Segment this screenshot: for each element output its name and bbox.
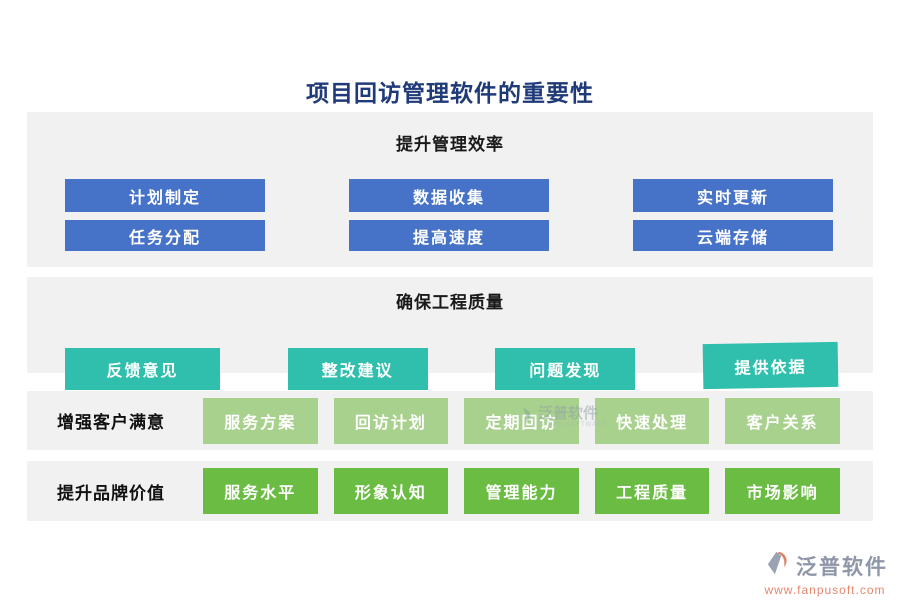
section-brand: 提升品牌价值 服务水平 形象认知 管理能力 工程质量 市场影响 xyxy=(27,461,873,521)
section-satisfaction: 增强客户满意 服务方案 回访计划 定期回访 快速处理 客户关系 xyxy=(27,391,873,450)
footer-url: www.fanpusoft.com xyxy=(764,583,886,597)
item-customer-relations: 客户关系 xyxy=(725,397,840,444)
item-task-assignment: 任务分配 xyxy=(65,220,265,251)
footer-brand-text: 泛普软件 xyxy=(796,555,888,579)
fanpu-logo-icon xyxy=(762,549,792,582)
item-engineering-quality: 工程质量 xyxy=(594,468,710,514)
section-brand-label: 提升品牌价值 xyxy=(57,483,165,503)
section-quality: 确保工程质量 反馈意见 整改建议 问题发现 提供依据 xyxy=(27,277,873,390)
page-title: 项目回访管理软件的重要性 xyxy=(306,80,594,106)
item-feedback: 反馈意见 xyxy=(65,348,220,390)
item-cloud-storage: 云端存储 xyxy=(633,220,833,251)
section-efficiency-header: 提升管理效率 xyxy=(396,135,504,154)
item-visit-plan: 回访计划 xyxy=(333,397,449,444)
item-fast-handling: 快速处理 xyxy=(594,397,710,444)
item-service-level: 服务水平 xyxy=(203,468,318,514)
quality-button-row: 反馈意见 整改建议 问题发现 提供依据 xyxy=(65,341,839,393)
item-rectification-advice: 整改建议 xyxy=(287,348,428,390)
item-service-plan: 服务方案 xyxy=(203,397,318,444)
item-data-collection: 数据收集 xyxy=(349,179,549,212)
section-satisfaction-label: 增强客户满意 xyxy=(57,413,165,432)
satisfaction-button-row: 服务方案 回访计划 定期回访 快速处理 客户关系 xyxy=(203,397,840,444)
footer-logo: 泛普软件 www.fanpusoft.com xyxy=(762,549,888,597)
item-plan-making: 计划制定 xyxy=(65,179,265,212)
item-realtime-update: 实时更新 xyxy=(633,179,833,212)
item-problem-discovery: 问题发现 xyxy=(495,348,636,390)
section-efficiency: 提升管理效率 计划制定 数据收集 实时更新 任务分配 提高速度 云端存储 xyxy=(27,112,873,267)
item-image-recognition: 形象认知 xyxy=(333,468,449,514)
item-regular-visit: 定期回访 xyxy=(464,397,579,444)
item-provide-basis: 提供依据 xyxy=(702,341,839,390)
brand-button-row: 服务水平 形象认知 管理能力 工程质量 市场影响 xyxy=(203,468,840,514)
section-quality-header: 确保工程质量 xyxy=(396,293,504,312)
item-management-ability: 管理能力 xyxy=(464,468,579,514)
item-market-influence: 市场影响 xyxy=(725,468,840,514)
efficiency-button-grid: 计划制定 数据收集 实时更新 任务分配 提高速度 云端存储 xyxy=(65,179,873,251)
item-speed-up: 提高速度 xyxy=(349,220,549,251)
